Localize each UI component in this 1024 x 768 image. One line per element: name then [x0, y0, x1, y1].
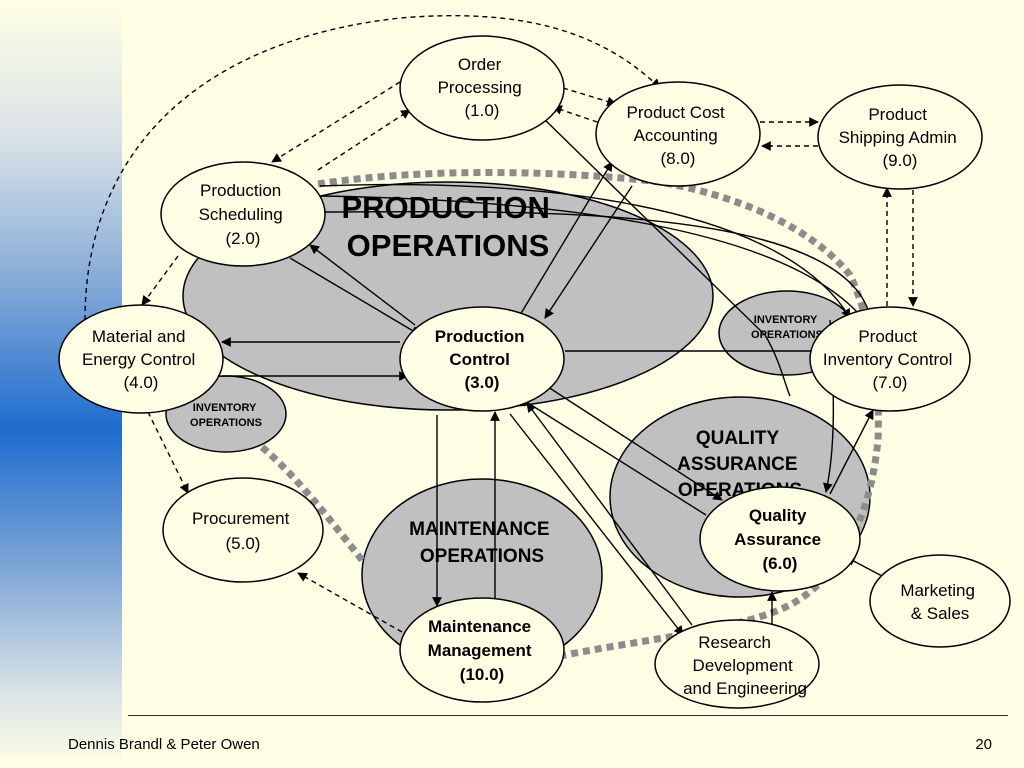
- inventory-operations-left-label: INVENTORY OPERATIONS: [190, 402, 262, 429]
- node-product-inventory-control: Product Inventory Control (7.0): [809, 306, 971, 412]
- node-research-development-engineering: Research Development and Engineering: [654, 619, 820, 709]
- svg-text:Product Cost Accounting: Product Cost Accounting (8.0): [627, 103, 730, 168]
- maintenance-operations-label: MAINTENANCE OPERATIONS: [409, 519, 555, 567]
- svg-text:Quality Assurance: Quality Assurance (6.0): [734, 506, 826, 573]
- svg-text:Production Scheduling: Production Scheduling (2.0): [199, 181, 288, 248]
- node-product-shipping-admin: Product Shipping Admin (9.0): [817, 84, 983, 190]
- svg-text:Maintenance Management: Maintenance Management (10.0): [428, 617, 537, 684]
- dashed-flow-arrows: [84, 15, 918, 633]
- node-product-cost-accounting: Product Cost Accounting (8.0): [595, 81, 761, 187]
- node-procurement: Procurement (5.0): [162, 477, 324, 583]
- node-maintenance-management: Maintenance Management (10.0): [399, 597, 565, 703]
- node-production-scheduling: Production Scheduling (2.0): [160, 161, 326, 267]
- svg-text:Research Development: Research Development and Engineering: [683, 633, 807, 698]
- footer-authors: Dennis Brandl & Peter Owen: [68, 736, 260, 753]
- svg-text:Product Inventory Contro: Product Inventory Control (7.0): [823, 327, 957, 392]
- page-number: 20: [975, 736, 992, 753]
- node-material-energy-control: Material and Energy Control (4.0): [58, 304, 224, 414]
- svg-text:Production Control: Production Control (3.0): [435, 327, 529, 392]
- inventory-operations-right-label: INVENTORY OPERATIONS: [751, 314, 823, 341]
- footer-divider: [128, 715, 1008, 716]
- node-production-control: Production Control (3.0): [399, 306, 565, 412]
- svg-text:Order Processing (: Order Processing (1.0): [438, 55, 527, 120]
- svg-text:Material and Energy Cont: Material and Energy Control (4.0): [82, 327, 200, 392]
- svg-text:Procurement (5.0): Procurement (5.0): [192, 509, 294, 553]
- node-quality-assurance: Quality Assurance (6.0): [699, 486, 861, 592]
- quality-assurance-operations-label: QUALITY ASSURANCE OPERATIONS: [677, 428, 803, 501]
- production-operations-label: PRODUCTION OPERATIONS: [341, 190, 558, 263]
- svg-text:Marketing & Sales: Marketing & Sales: [900, 581, 979, 623]
- node-marketing-sales: Marketing & Sales: [869, 554, 1011, 648]
- solid-flow-arrows: [221, 114, 883, 636]
- node-order-processing: Order Processing (1.0): [399, 35, 565, 141]
- svg-text:Product Shipping Admin: Product Shipping Admin (9.0): [839, 105, 962, 170]
